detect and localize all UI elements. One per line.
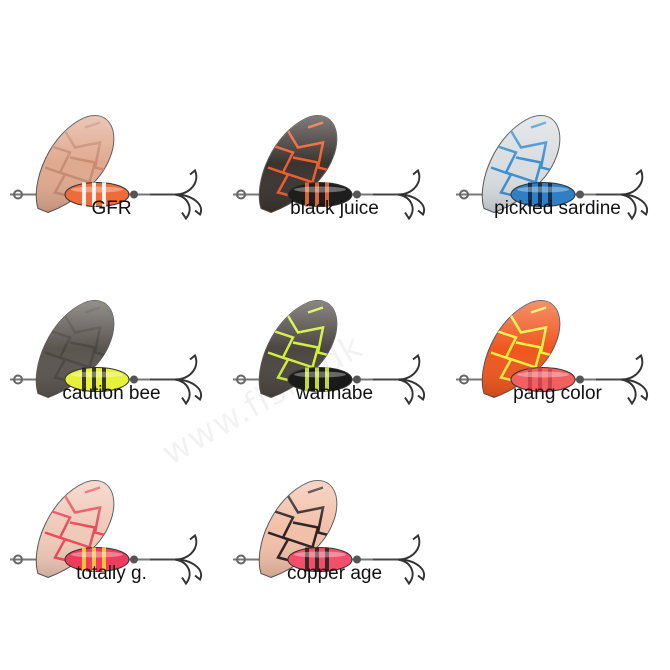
product-name-label: caution bee [62, 383, 161, 404]
spinner-lure-image [10, 115, 203, 221]
product-item[interactable]: caution bee [0, 185, 223, 406]
product-name-label: totally g. [76, 563, 147, 584]
product-item[interactable]: black juice [223, 0, 446, 221]
spinner-lure-image [10, 300, 203, 406]
spinner-lure-image [233, 480, 426, 586]
spinner-lure-image [456, 115, 649, 221]
product-name-label: GFR [91, 198, 132, 219]
product-item[interactable]: pang color [446, 185, 669, 406]
product-item[interactable]: GFR [0, 0, 223, 221]
product-item[interactable]: copper age [223, 365, 446, 586]
product-item[interactable]: pickled sardine [446, 0, 669, 221]
product-name-label: pang color [513, 383, 602, 404]
product-name-label: copper age [286, 563, 383, 584]
product-item[interactable]: wannabe [223, 185, 446, 406]
product-item[interactable]: totally g. [0, 365, 223, 586]
product-name-label: wannabe [295, 383, 374, 404]
spinner-lure-image [10, 480, 203, 586]
spinner-lure-image [233, 115, 426, 221]
spinner-lure-image [456, 300, 649, 406]
product-name-label: black juice [290, 198, 379, 219]
spinner-lure-image [233, 300, 426, 406]
product-name-label: pickled sardine [494, 198, 621, 219]
